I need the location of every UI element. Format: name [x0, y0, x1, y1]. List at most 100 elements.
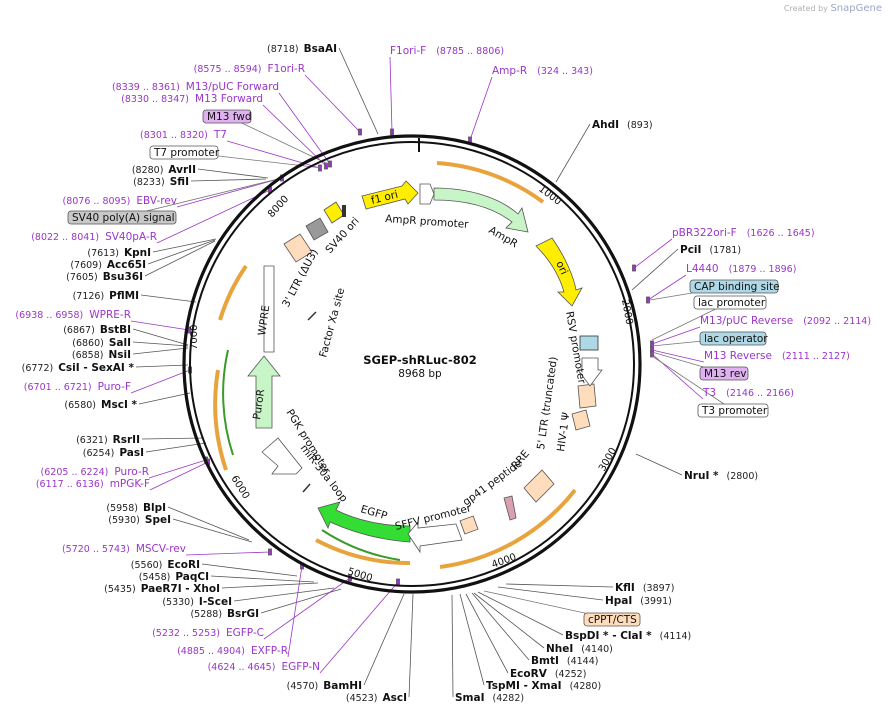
enzyme-name: EcoRI [167, 559, 200, 571]
factor-xa-mark [307, 311, 317, 321]
boxed-t3promoter: T3 promoter [697, 403, 769, 418]
primer-range: (6117 .. 6136) [36, 479, 104, 490]
enzyme-leader [497, 586, 604, 601]
primer-label-10: M13/pUC Reverse(2092 .. 2114) [700, 315, 871, 327]
enzyme-leader [363, 593, 405, 686]
boxed-text-cppt: cPPT/CTS [588, 614, 637, 626]
enzyme-label-28: (7126)PflMI [73, 290, 139, 302]
tick-2000: 2000 [619, 299, 634, 326]
enzyme-name: PflMI [109, 290, 139, 302]
primer-leader [389, 56, 393, 133]
boxed-t7promoter: T7 promoter [149, 145, 220, 160]
enzyme-name: BamHI [323, 680, 362, 692]
enzyme-pos: (4280) [570, 681, 602, 692]
enzyme-label-10: TspMI - XmaI (4280) [486, 680, 601, 692]
primer-label-15: (6205 .. 6224) Puro-R [41, 466, 149, 478]
enzyme-pos: (8718) [267, 44, 299, 55]
enzyme-label-3: NruI *(2800) [684, 470, 758, 482]
enzyme-name: HpaI [605, 595, 632, 607]
primer-name: pBR322ori-F [672, 227, 737, 239]
primer-range: (6205 .. 6224) [41, 467, 109, 478]
primer-name: WPRE-R [89, 309, 131, 321]
enzyme-pos: (5560) [131, 560, 163, 571]
ori-arrow [535, 237, 583, 307]
primer-name: T3 [702, 387, 716, 399]
boxed-text-cap: CAP binding site [694, 281, 780, 293]
enzyme-label-24: (6772)CsiI - SexAI * [22, 362, 135, 374]
primer-range: (1879 .. 1896) [729, 264, 797, 275]
primer-range: (8022 .. 8041) [31, 232, 99, 243]
enzyme-label-5: HpaI(3991) [605, 595, 672, 607]
enzyme-leader [451, 594, 454, 698]
enzyme-name: AhdI [592, 119, 619, 131]
enzyme-pos: (4252) [555, 669, 587, 680]
enzyme-leader [132, 341, 189, 347]
enzyme-name: PaeR7I - XhoI [141, 583, 220, 595]
enzyme-leader [473, 592, 545, 649]
enzyme-leader [167, 506, 250, 541]
enzyme-pos: (8280) [132, 165, 164, 176]
primer-range: (2111 .. 2127) [782, 351, 850, 362]
enzyme-leader [138, 392, 191, 405]
primer-name: M13 Forward [195, 93, 263, 105]
enzyme-pos: (3897) [643, 583, 675, 594]
primer-label-13: (6938 .. 6958)WPRE-R [15, 309, 131, 321]
enzyme-pos: (5958) [106, 503, 138, 514]
boxed-cap: CAP binding site [689, 279, 780, 294]
enzyme-pos: (5435) [104, 584, 136, 595]
boxed-text-sv40polya: SV40 poly(A) signal [72, 212, 175, 224]
primer-name: Puro-R [114, 466, 149, 478]
gp41-box [503, 495, 517, 521]
primer-range: (4885 .. 4904) [177, 646, 245, 657]
primer-name: EBV-rev [136, 195, 177, 207]
enzyme-leader [210, 575, 315, 583]
primer-leader [287, 565, 303, 658]
enzyme-name: BstBI [100, 324, 131, 336]
enzyme-name: TspMI - XmaI [486, 680, 562, 692]
enzyme-label-19: (5930)SpeI [108, 514, 171, 526]
enzyme-label-20: (5958)BlpI [106, 502, 166, 514]
plasmid-name: SGEP-shRLuc-802 [363, 353, 477, 367]
enzyme-label-29: (7605)Bsu36I [66, 271, 143, 283]
enzyme-pos: (5930) [108, 515, 140, 526]
enzyme-pos: (6860) [72, 338, 104, 349]
wpre-box [263, 265, 275, 353]
enzyme-pos: (5288) [190, 609, 222, 620]
enzyme-label-22: (6321)RsrII [76, 434, 140, 446]
enzyme-label-9: EcoRV(4252) [510, 668, 586, 680]
boxed-m13rev: M13 rev [699, 366, 749, 381]
enzyme-pos: (6867) [63, 325, 95, 336]
f1-ori-arrow [361, 180, 419, 210]
enzyme-label-32: (8233)SfiI [133, 176, 189, 188]
primer-range: (4624 .. 4645) [208, 662, 276, 673]
primer-range: (2092 .. 2114) [803, 316, 871, 327]
enzyme-label-21: (6254)PasI [83, 447, 144, 459]
sv40-ori-label: SV40 ori [323, 215, 362, 256]
enzyme-name: BmtI [531, 655, 559, 667]
enzyme-name: Bsu36I [103, 271, 143, 283]
enzyme-pos: (4570) [287, 681, 319, 692]
enzyme-label-11: SmaI(4282) [455, 692, 524, 704]
enzyme-leader [132, 347, 189, 355]
enzyme-name: AvrII [168, 164, 196, 176]
egfp-arrow [317, 501, 411, 543]
enzyme-pos: (8233) [133, 177, 165, 188]
primer-leader [319, 581, 399, 674]
ltr3-box [283, 233, 313, 263]
boxed-text-lacpromoter: lac promoter [698, 297, 766, 309]
enzyme-pos: (5458) [139, 572, 171, 583]
enzyme-leader [260, 588, 342, 614]
enzyme-label-33: (8280) AvrII [132, 164, 196, 176]
mir30a-label: miR-30a loop [298, 442, 350, 504]
enzyme-name: KpnI [124, 247, 151, 259]
enzyme-leader [152, 238, 217, 253]
enzyme-label-27: (6867) BstBI [63, 324, 131, 336]
boxed-lacoperator: lac operator [699, 331, 768, 346]
ampr-arrow [433, 187, 529, 233]
enzyme-label-17: (5458)PaqCI [139, 571, 209, 583]
boxed-text-t3promoter: T3 promoter [701, 405, 768, 417]
primer-label-9: L4440(1879 .. 1896) [686, 263, 796, 275]
primer-leader [149, 461, 209, 491]
boxed-sv40polya: SV40 poly(A) signal [67, 210, 177, 225]
